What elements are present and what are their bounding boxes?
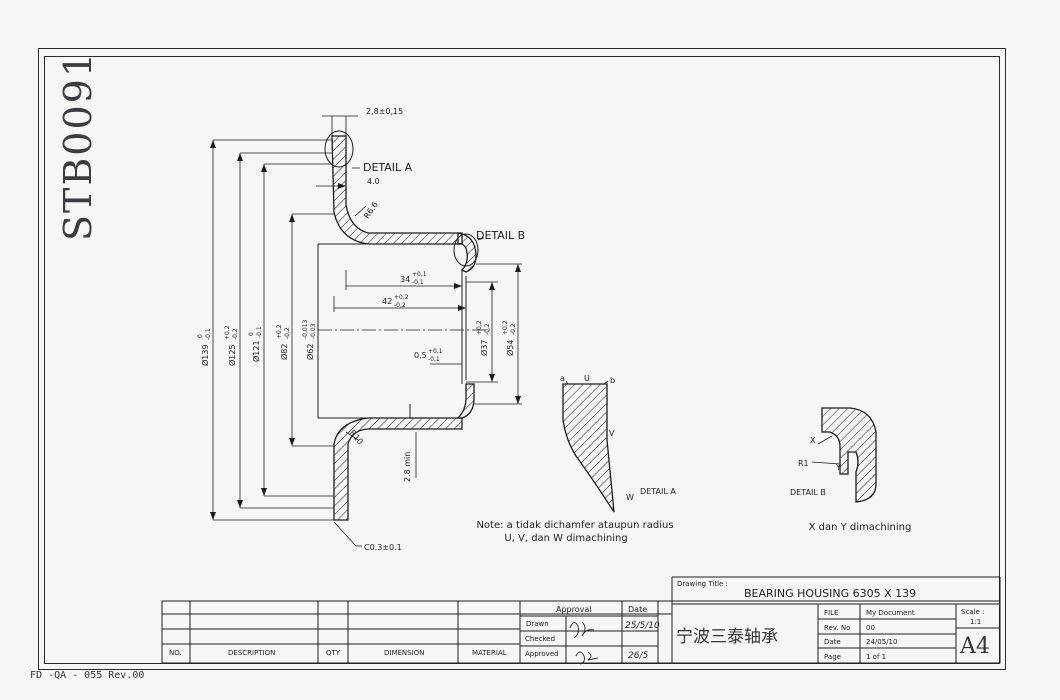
dim-dia-82: Ø82 xyxy=(279,344,289,360)
dim-width-4: 4.0 xyxy=(367,177,380,186)
detail-b-label: DETAIL B xyxy=(790,488,826,497)
arrowheads xyxy=(210,140,521,520)
date-label: Date xyxy=(824,638,841,646)
drawing-title-label: Drawing Title : xyxy=(677,580,728,588)
section-outlines xyxy=(317,243,467,419)
file-value: My Document xyxy=(866,609,915,617)
drawing-outer-border xyxy=(38,48,1006,670)
detail-b-view xyxy=(811,407,877,503)
dim-34-tol-lower: -0,1 xyxy=(412,279,424,286)
detail-a-letter-a: a xyxy=(560,374,565,383)
col-material: MATERIAL xyxy=(472,649,507,657)
dim-dia-62-tol-lower: -0,03 xyxy=(310,323,317,339)
detail-b-letter-y: Y xyxy=(835,463,841,472)
title-block-grid xyxy=(161,576,1001,664)
dim-dia-139: Ø139 xyxy=(200,344,210,366)
dim-min-thickness: 2.8 min xyxy=(403,452,412,482)
approved-date: 26/5 xyxy=(628,651,648,661)
dim-dia-37-tol-lower: -0,2 xyxy=(484,323,491,335)
detail-b-letter-r1: R1 xyxy=(798,459,809,468)
detail-a-letter-v: V xyxy=(609,429,615,438)
note-detail-b: X dan Y dimachining xyxy=(809,522,912,533)
drawn-label: Drawn xyxy=(526,620,549,628)
dim-dia-37: Ø37 xyxy=(479,340,489,356)
dim-dia-125-tol-lower: -0,2 xyxy=(232,328,239,340)
dim-dia-54-tol-upper: +0,2 xyxy=(502,320,509,335)
note-detail-a-line1: Note: a tidak dichamfer ataupun radius xyxy=(476,520,673,531)
file-label: FILE xyxy=(824,609,838,617)
checked-label: Checked xyxy=(525,635,555,643)
dim-dia-139-tol: -0,1 xyxy=(205,328,212,340)
dim-42-tol-lower: -0,2 xyxy=(394,302,406,309)
dim-dia-54-tol-lower: -0,2 xyxy=(510,323,517,335)
dim-dia-121: Ø121 xyxy=(251,340,261,362)
signatures xyxy=(569,621,599,665)
dim-dia-62-tol-upper: -0,013 xyxy=(302,319,309,339)
date-value: 24/05/10 xyxy=(866,638,897,646)
col-description: DESCRIPTION xyxy=(228,649,275,657)
drawn-date: 25/5/10 xyxy=(625,621,660,631)
col-no: NO. xyxy=(169,649,182,657)
dim-34: 34 xyxy=(400,275,410,284)
date-header: Date xyxy=(628,605,647,614)
dim-34-tol-upper: +0,1 xyxy=(412,271,427,278)
callout-detail-a: DETAIL A xyxy=(363,161,413,174)
detail-a-view xyxy=(562,380,615,513)
col-dimension: DIMENSION xyxy=(384,649,424,657)
detail-a-letter-u: U xyxy=(584,374,590,383)
dim-dia-62: Ø62 xyxy=(305,344,315,360)
approval-header: Approval xyxy=(556,605,592,614)
detail-b-letter-x: X xyxy=(810,436,816,445)
page-label: Page xyxy=(824,653,841,661)
dim-radius-6-6: R6.6 xyxy=(362,200,380,220)
dim-dia-82-tol-upper: +0,2 xyxy=(276,324,283,339)
detail-a-label: DETAIL A xyxy=(640,487,676,496)
col-qty: QTY xyxy=(326,649,341,657)
drawing-title: BEARING HOUSING 6305 X 139 xyxy=(744,587,916,600)
approved-label: Approved xyxy=(525,650,559,658)
callout-detail-b: DETAIL B xyxy=(476,229,525,242)
paper-size: A4 xyxy=(960,634,990,659)
scale-label: Scale : xyxy=(961,608,984,616)
company-name: 宁波三泰轴承 xyxy=(676,627,778,647)
scale-value: 1:1 xyxy=(970,618,981,626)
dim-dia-37-tol-upper: +0,2 xyxy=(476,320,483,335)
dim-dia-82-tol-lower: -0,2 xyxy=(284,327,291,339)
section-profile xyxy=(331,135,477,521)
detail-a-letter-w: W xyxy=(626,493,634,502)
rev-label: Rev. No xyxy=(824,624,850,632)
dim-dia-121-tol-upper: 0 xyxy=(248,332,255,336)
dim-42-tol-upper: +0,2 xyxy=(394,294,409,301)
dim-dia-54: Ø54 xyxy=(505,340,515,356)
dim-0-5-tol-lower: -0,1 xyxy=(428,356,440,363)
dim-chamfer: C0.3±0.1 xyxy=(364,543,402,552)
note-detail-a-line2: U, V, dan W dimachining xyxy=(504,533,627,544)
rev-value: 00 xyxy=(866,624,875,632)
dim-dia-121-tol-lower: -0,1 xyxy=(256,326,263,338)
detail-a-letter-b: b xyxy=(610,376,615,385)
dim-dia-125-tol-upper: +0,2 xyxy=(224,325,231,340)
detail-b-circle xyxy=(453,233,479,267)
detail-a-circle xyxy=(324,130,354,168)
dim-dia-139-tol0: 0 xyxy=(197,334,204,338)
dim-flange-thickness: 2,8±0,15 xyxy=(366,107,403,116)
dim-0-5: 0,5 xyxy=(414,351,427,360)
dim-dia-125: Ø125 xyxy=(227,344,237,366)
dimension-lines xyxy=(212,115,522,547)
form-reference: FD -QA - 055 Rev.00 xyxy=(30,670,145,681)
dim-0-5-tol-upper: +0,1 xyxy=(428,348,443,355)
dim-42: 42 xyxy=(382,297,392,306)
page-value: 1 of 1 xyxy=(866,653,886,661)
